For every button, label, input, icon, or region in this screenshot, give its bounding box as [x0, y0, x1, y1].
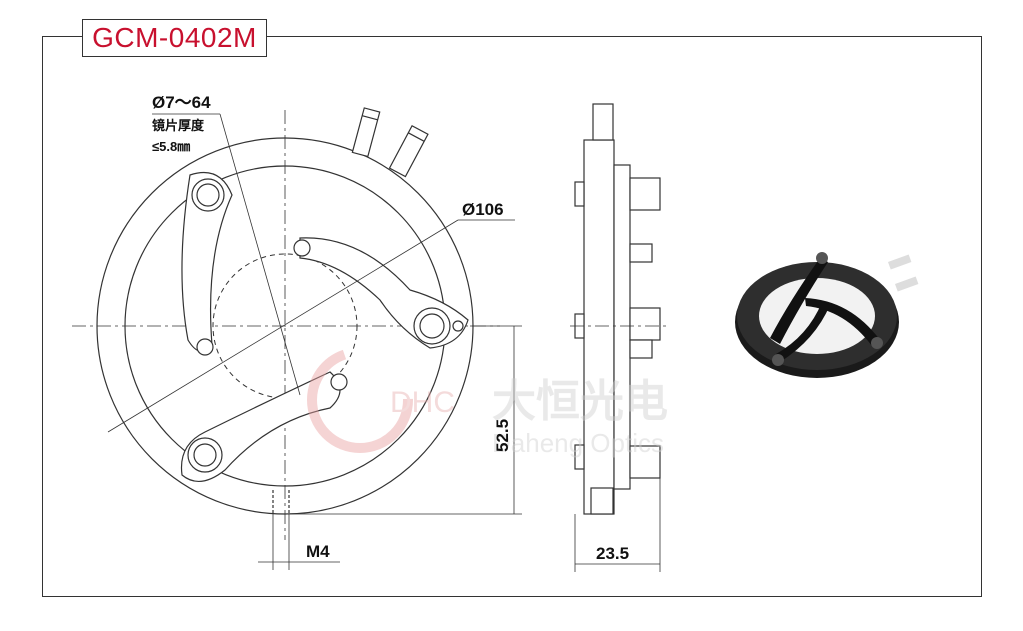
- drawing-frame: [42, 36, 982, 597]
- aperture-leader: [219, 113, 301, 396]
- photo-pivot-1: [816, 252, 828, 264]
- side-dimensions: [574, 478, 661, 572]
- photo-handle-2: [895, 276, 919, 292]
- m4-label: M4: [306, 542, 330, 561]
- arm-2-pivot-outer: [413, 307, 451, 345]
- od-label: Ø106: [462, 200, 504, 219]
- height-label: 52.5: [493, 419, 512, 452]
- arm-3-pivot-outer: [187, 437, 223, 473]
- side-knob-r3: [629, 307, 661, 341]
- photo-pivot-2: [871, 337, 883, 349]
- thickness-value: ≤5.8㎜: [152, 139, 190, 154]
- watermark-logo: DHC: [390, 386, 455, 419]
- thickness-label: 镜片厚度: [152, 118, 205, 133]
- side-knob-r4: [629, 339, 653, 359]
- product-photo: [735, 252, 919, 378]
- handle-2: [388, 124, 429, 178]
- side-knob-l1: [574, 181, 585, 207]
- title-box: GCM-0402M: [82, 19, 267, 57]
- arm-1-pivot-inner: [196, 183, 220, 207]
- side-knob-r2: [629, 243, 653, 263]
- model-title: GCM-0402M: [92, 22, 257, 53]
- side-knob-l3: [574, 444, 585, 470]
- handle-1: [351, 107, 381, 158]
- photo-arm-3: [776, 302, 830, 362]
- arm-2-pivot-inner: [419, 313, 445, 339]
- side-m4: [590, 487, 614, 515]
- front-view: [72, 107, 500, 540]
- watermark-brand-en: Daheng Optics: [492, 428, 664, 458]
- watermark-logo-icon: [307, 347, 413, 453]
- side-knob-r5: [629, 445, 661, 479]
- side-handle: [592, 103, 614, 141]
- od-leader: [107, 219, 459, 433]
- arm-1-pin: [196, 338, 214, 356]
- photo-handle-1: [888, 254, 912, 270]
- photo-pivot-3: [772, 354, 784, 366]
- side-view: [570, 103, 668, 515]
- depth-label: 23.5: [596, 544, 629, 563]
- photo-arm-1: [770, 258, 828, 344]
- side-knob-r1: [629, 177, 661, 211]
- arm-3-pin: [330, 373, 348, 391]
- watermark-brand-cn: 大恒光电: [492, 377, 668, 426]
- arm-3-pivot-inner: [193, 443, 217, 467]
- front-dimensions: [107, 113, 522, 570]
- watermark: DHC 大恒光电 Daheng Optics: [307, 347, 668, 458]
- arm-2-pin: [293, 239, 311, 257]
- aperture-label: Ø7～64: [152, 93, 211, 112]
- arm-2-knob: [452, 320, 464, 332]
